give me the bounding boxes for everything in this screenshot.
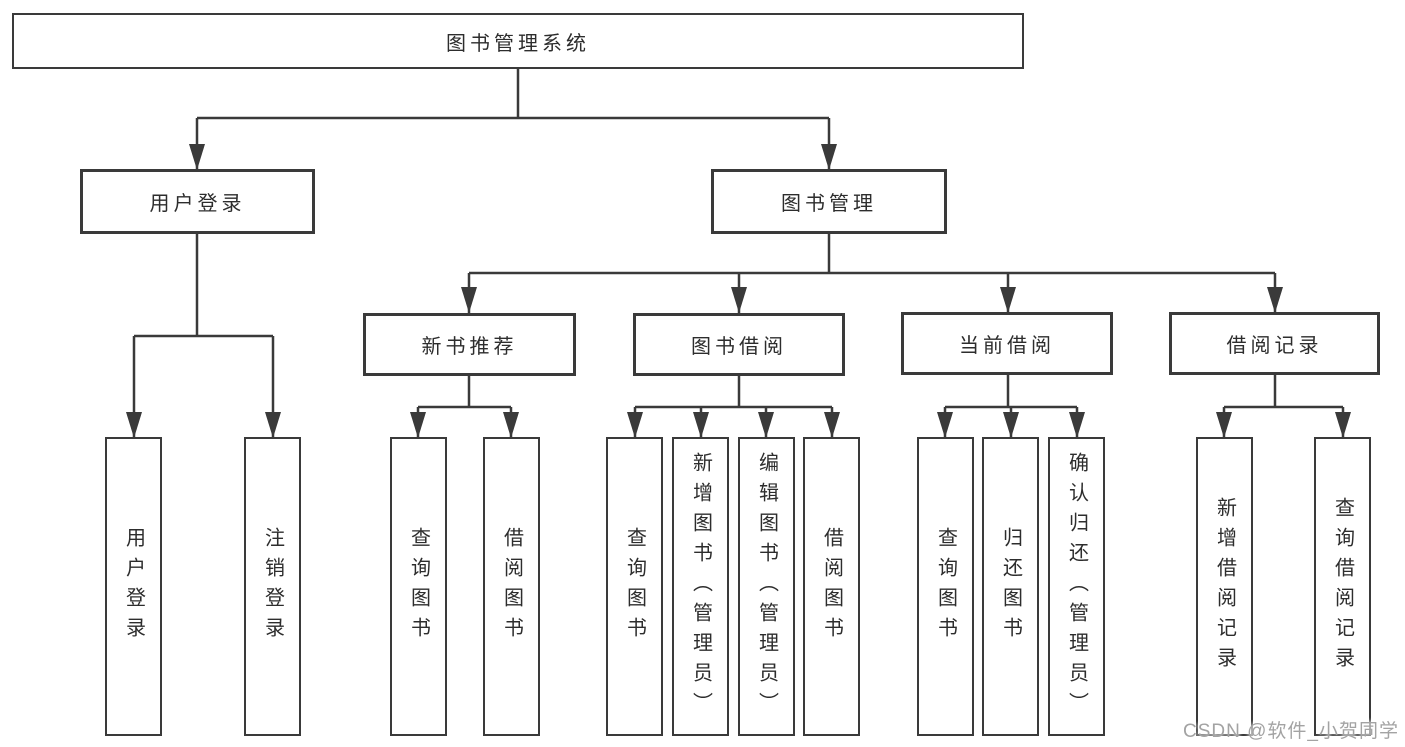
leaf-return-book-label: 归还图书: [999, 526, 1022, 647]
csdn-watermark: CSDN @软件_小贺同学: [1183, 721, 1399, 742]
node-book-borrowing-label: 图书借阅: [691, 336, 787, 358]
node-borrow-records-label: 借阅记录: [1226, 335, 1323, 357]
arrowheads: [126, 144, 1351, 438]
leaf-borrow-book-newrec-label: 借阅图书: [500, 526, 523, 647]
leaf-user-login: 用户登录: [105, 437, 162, 736]
node-book-management: 图书管理: [711, 169, 947, 234]
leaf-query-book-newrec-label: 查询图书: [407, 526, 430, 647]
edge-borrowing-children: [633, 376, 834, 438]
edge-bookmgmt-to-level3: [467, 234, 1277, 313]
node-book-management-label: 图书管理: [781, 193, 877, 215]
leaf-query-book-borrowing: 查询图书: [606, 437, 663, 736]
leaf-query-borrow-record: 查询借阅记录: [1314, 437, 1371, 736]
leaf-borrow-book-borrowing: 借阅图书: [803, 437, 860, 736]
leaf-borrow-book-newrec: 借阅图书: [483, 437, 540, 736]
node-root-label: 图书管理系统: [446, 32, 590, 55]
leaf-add-book-admin-label: 新增图书（管理员）: [689, 451, 712, 722]
leaf-query-book-current-label: 查询图书: [934, 526, 957, 647]
leaf-query-borrow-record-label: 查询借阅记录: [1331, 496, 1354, 677]
leaf-user-login-label: 用户登录: [122, 526, 145, 647]
leaf-edit-book-admin: 编辑图书（管理员）: [738, 437, 795, 736]
edge-userlogin-children: [132, 234, 275, 438]
leaf-confirm-return-admin-label: 确认归还（管理员）: [1065, 451, 1088, 722]
edge-newbooks-children: [416, 376, 513, 438]
leaf-logout-login-label: 注销登录: [261, 526, 284, 647]
leaf-query-book-newrec: 查询图书: [390, 437, 447, 736]
leaf-add-borrow-record-label: 新增借阅记录: [1213, 496, 1236, 677]
node-current-borrowing-label: 当前借阅: [959, 335, 1055, 357]
leaf-confirm-return-admin: 确认归还（管理员）: [1048, 437, 1105, 736]
node-current-borrowing: 当前借阅: [901, 312, 1113, 375]
leaf-return-book: 归还图书: [982, 437, 1039, 736]
leaf-query-book-borrowing-label: 查询图书: [623, 526, 646, 647]
edge-root-to-rail: [195, 69, 831, 170]
node-book-borrowing: 图书借阅: [633, 313, 845, 376]
node-user-login-label: 用户登录: [149, 193, 246, 215]
leaf-add-book-admin: 新增图书（管理员）: [672, 437, 729, 736]
leaf-add-borrow-record: 新增借阅记录: [1196, 437, 1253, 736]
edge-records-children: [1222, 375, 1345, 438]
node-new-book-recommend: 新书推荐: [363, 313, 576, 376]
node-new-book-recommend-label: 新书推荐: [421, 336, 518, 358]
node-user-login: 用户登录: [80, 169, 315, 234]
leaf-edit-book-admin-label: 编辑图书（管理员）: [755, 451, 778, 722]
leaf-borrow-book-borrowing-label: 借阅图书: [820, 526, 843, 647]
node-root: 图书管理系统: [12, 13, 1024, 69]
leaf-logout-login: 注销登录: [244, 437, 301, 736]
leaf-query-book-current: 查询图书: [917, 437, 974, 736]
node-borrow-records: 借阅记录: [1169, 312, 1380, 375]
